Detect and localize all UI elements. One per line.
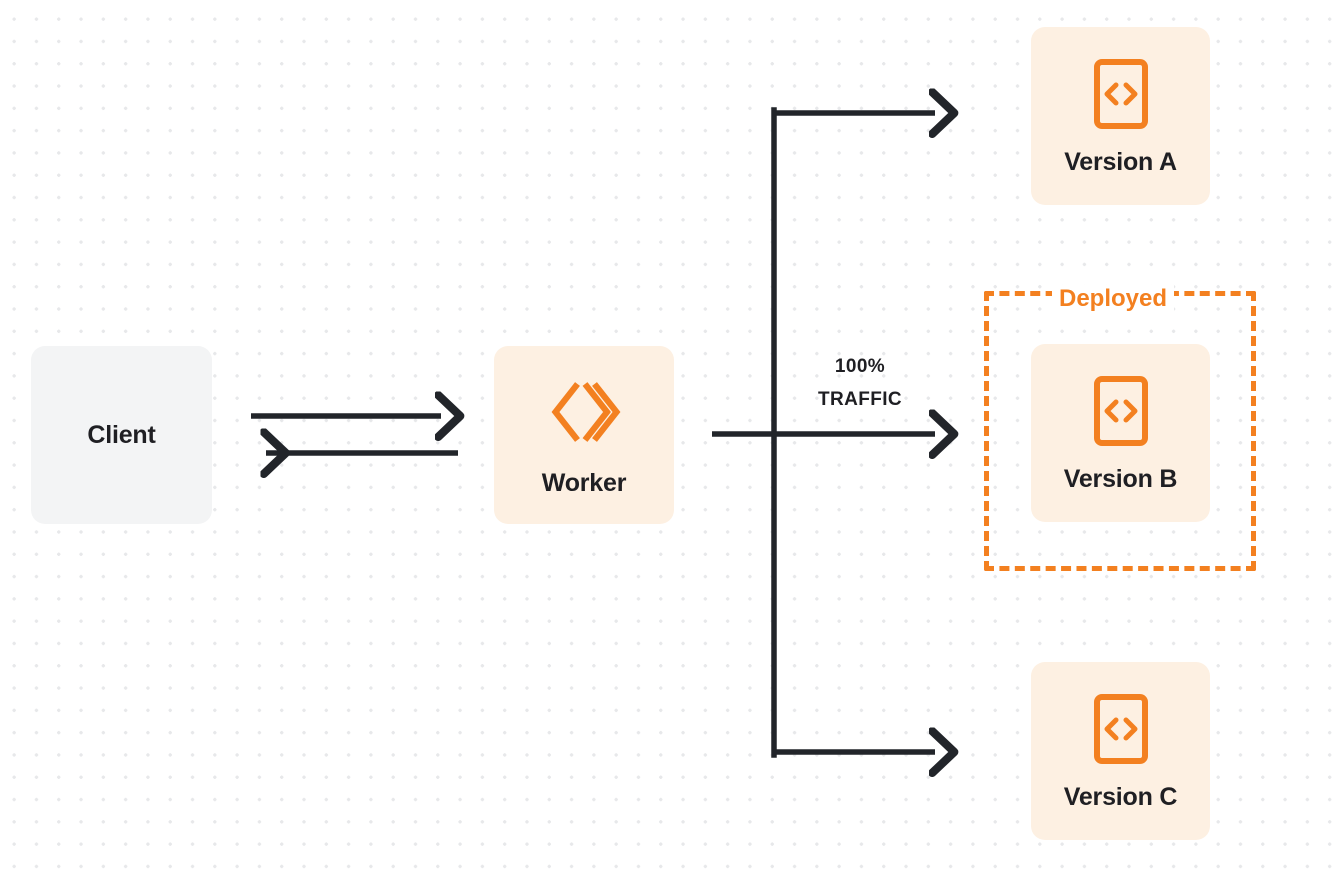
node-version-c[interactable]: Version C	[1031, 662, 1210, 840]
node-client-label: Client	[87, 420, 156, 449]
deployed-group-label: Deployed	[1052, 285, 1175, 313]
node-worker-label: Worker	[541, 468, 627, 497]
node-version-b-label: Version B	[1063, 464, 1178, 493]
node-version-a-label: Version A	[1064, 147, 1177, 176]
code-brackets-icon	[1093, 375, 1149, 447]
node-client[interactable]: Client	[31, 346, 212, 524]
cloudflare-workers-logo-icon	[547, 375, 621, 449]
traffic-label: 100% TRAFFIC	[775, 350, 945, 416]
traffic-percent: 100%	[834, 356, 886, 377]
code-brackets-icon	[1093, 58, 1149, 130]
code-brackets-icon	[1093, 693, 1149, 765]
node-version-c-label: Version C	[1063, 782, 1178, 811]
node-worker[interactable]: Worker	[494, 346, 674, 524]
traffic-unit: TRAFFIC	[817, 389, 903, 410]
node-version-a[interactable]: Version A	[1031, 27, 1210, 205]
node-version-b[interactable]: Version B	[1031, 344, 1210, 522]
